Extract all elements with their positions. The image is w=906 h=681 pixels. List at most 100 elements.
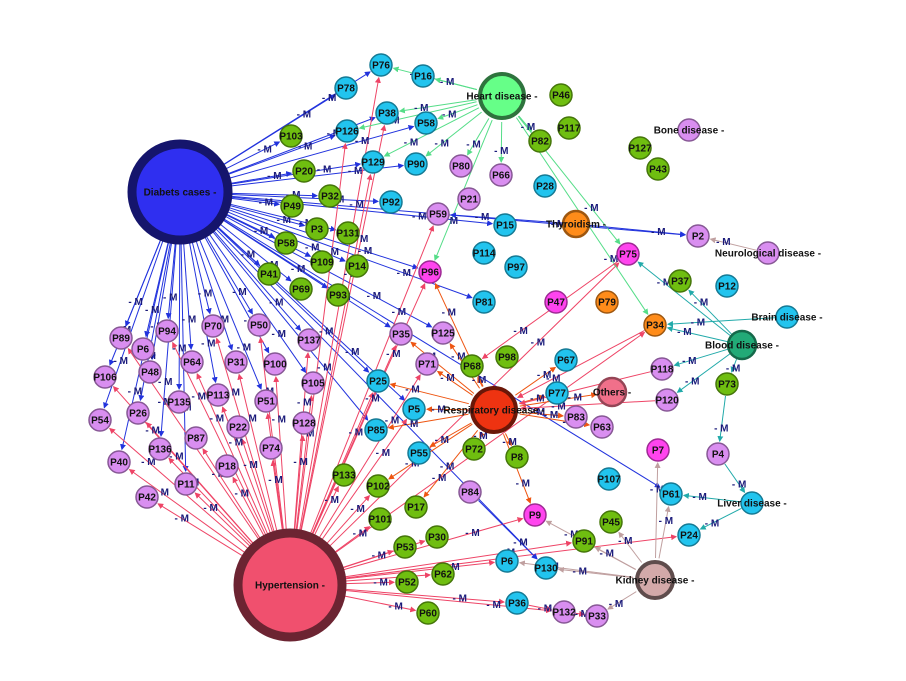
node-P132[interactable]: P132 <box>552 600 576 624</box>
node-circle[interactable] <box>590 415 614 439</box>
node-circle[interactable] <box>180 350 204 374</box>
node-circle[interactable] <box>292 411 316 435</box>
node-P83[interactable]: P83 <box>564 405 588 429</box>
node-circle[interactable] <box>643 313 667 337</box>
node-circle[interactable] <box>740 491 764 515</box>
node-circle[interactable] <box>478 72 526 120</box>
node-circle[interactable] <box>549 83 573 107</box>
node-circle[interactable] <box>155 319 179 343</box>
node-heart[interactable]: Heart disease - <box>466 72 538 120</box>
node-P55[interactable]: P55 <box>407 441 431 465</box>
node-P136[interactable]: P136 <box>148 437 172 461</box>
node-P4[interactable]: P4 <box>706 442 730 466</box>
node-P37[interactable]: P37 <box>668 269 692 293</box>
node-circle[interactable] <box>655 388 679 412</box>
node-P92[interactable]: P92 <box>379 190 403 214</box>
node-circle[interactable] <box>528 129 552 153</box>
node-P131[interactable]: P131 <box>336 221 360 245</box>
node-circle[interactable] <box>472 241 496 265</box>
node-circle[interactable] <box>305 217 329 241</box>
node-P17[interactable]: P17 <box>404 495 428 519</box>
node-circle[interactable] <box>715 372 739 396</box>
node-P78[interactable]: P78 <box>334 76 358 100</box>
node-circle[interactable] <box>345 254 369 278</box>
node-circle[interactable] <box>585 604 609 628</box>
node-P35[interactable]: P35 <box>389 322 413 346</box>
node-P40[interactable]: P40 <box>107 450 131 474</box>
node-P58[interactable]: P58 <box>414 111 438 135</box>
node-P68[interactable]: P68 <box>460 354 484 378</box>
node-P114[interactable]: P114 <box>472 241 496 265</box>
node-circle[interactable] <box>431 321 455 345</box>
node-P75[interactable]: P75 <box>616 242 640 266</box>
node-circle[interactable] <box>756 241 780 265</box>
node-circle[interactable] <box>561 209 591 239</box>
node-circle[interactable] <box>127 139 233 245</box>
node-P96[interactable]: P96 <box>418 260 442 284</box>
node-P106[interactable]: P106 <box>93 365 117 389</box>
node-circle[interactable] <box>335 119 359 143</box>
node-circle[interactable] <box>545 381 569 405</box>
node-circle[interactable] <box>616 242 640 266</box>
node-P74[interactable]: P74 <box>259 436 283 460</box>
node-circle[interactable] <box>411 64 435 88</box>
node-P31[interactable]: P31 <box>224 350 248 374</box>
node-circle[interactable] <box>628 136 652 160</box>
node-circle[interactable] <box>595 290 619 314</box>
node-circle[interactable] <box>215 454 239 478</box>
node-P102[interactable]: P102 <box>366 474 390 498</box>
node-circle[interactable] <box>289 277 313 301</box>
node-bone[interactable]: Bone disease - <box>654 118 725 142</box>
node-P84[interactable]: P84 <box>458 480 482 504</box>
node-P90[interactable]: P90 <box>404 152 428 176</box>
node-P72[interactable]: P72 <box>462 437 486 461</box>
node-circle[interactable] <box>167 390 191 414</box>
node-circle[interactable] <box>557 116 581 140</box>
node-P36[interactable]: P36 <box>505 591 529 615</box>
node-circle[interactable] <box>544 290 568 314</box>
node-P61[interactable]: P61 <box>659 482 683 506</box>
node-circle[interactable] <box>457 187 481 211</box>
node-circle[interactable] <box>375 101 399 125</box>
node-circle[interactable] <box>201 314 225 338</box>
node-circle[interactable] <box>715 274 739 298</box>
node-circle[interactable] <box>493 213 517 237</box>
node-circle[interactable] <box>148 437 172 461</box>
node-circle[interactable] <box>726 329 758 361</box>
node-circle[interactable] <box>572 529 596 553</box>
node-circle[interactable] <box>336 221 360 245</box>
node-P82[interactable]: P82 <box>528 129 552 153</box>
node-circle[interactable] <box>431 562 455 586</box>
node-circle[interactable] <box>599 510 623 534</box>
node-P101[interactable]: P101 <box>368 507 392 531</box>
node-circle[interactable] <box>131 337 155 361</box>
node-circle[interactable] <box>489 163 513 187</box>
node-resp[interactable]: Respiratory disease - <box>443 386 545 434</box>
node-P87[interactable]: P87 <box>184 426 208 450</box>
node-circle[interactable] <box>407 441 431 465</box>
node-P98[interactable]: P98 <box>495 345 519 369</box>
node-circle[interactable] <box>597 467 621 491</box>
node-circle[interactable] <box>706 442 730 466</box>
node-circle[interactable] <box>504 255 528 279</box>
node-P18[interactable]: P18 <box>215 454 239 478</box>
node-circle[interactable] <box>458 480 482 504</box>
node-circle[interactable] <box>138 360 162 384</box>
node-P94[interactable]: P94 <box>155 319 179 343</box>
node-P8[interactable]: P8 <box>505 445 529 469</box>
node-circle[interactable] <box>379 190 403 214</box>
node-circle[interactable] <box>404 152 428 176</box>
node-P20[interactable]: P20 <box>292 159 316 183</box>
node-brain[interactable]: Brain disease - <box>751 305 823 329</box>
node-P16[interactable]: P16 <box>411 64 435 88</box>
node-P7[interactable]: P7 <box>646 438 670 462</box>
node-P118[interactable]: P118 <box>650 357 674 381</box>
node-circle[interactable] <box>554 348 578 372</box>
node-kidney[interactable]: Kidney disease - <box>616 560 695 600</box>
node-liver[interactable]: Liver disease - <box>717 491 787 515</box>
node-circle[interactable] <box>366 474 390 498</box>
node-P85[interactable]: P85 <box>364 418 388 442</box>
node-P97[interactable]: P97 <box>504 255 528 279</box>
node-circle[interactable] <box>646 438 670 462</box>
node-circle[interactable] <box>686 224 710 248</box>
